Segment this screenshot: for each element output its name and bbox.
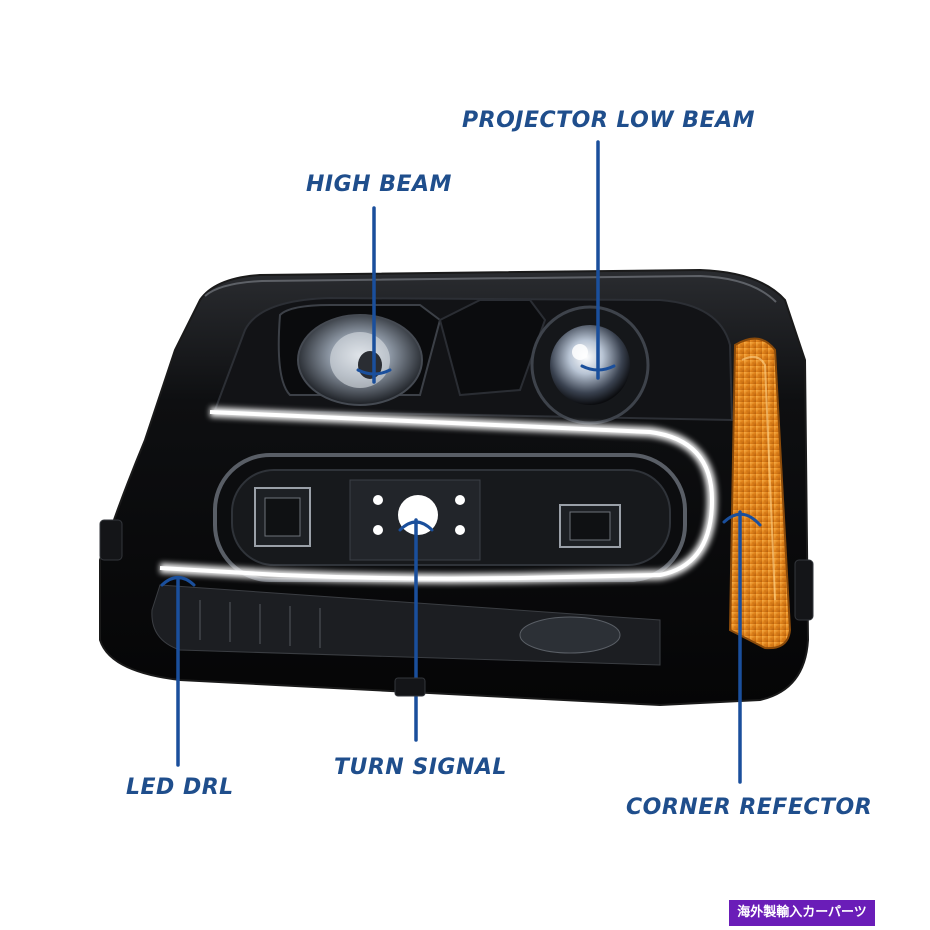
watermark-badge: 海外製輸入カーパーツ (729, 900, 875, 926)
callout-arrows (160, 140, 762, 784)
led-drl-arrowhead (160, 576, 196, 587)
turn-signal-label: TURN SIGNAL (334, 755, 507, 780)
mounting-tabs (99, 519, 814, 697)
corner-reflector-label: CORNER REFECTOR (626, 795, 873, 820)
turn-signal-arrowhead (398, 520, 434, 532)
projector-arrowhead (580, 364, 616, 372)
upper-bezel (213, 296, 734, 422)
corner-arrowhead (722, 512, 762, 527)
high-beam-arrowhead (356, 368, 392, 376)
projector-low-beam-label: PROJECTOR LOW BEAM (462, 108, 756, 133)
high-beam-reflector (297, 314, 423, 406)
high-beam-label: HIGH BEAM (306, 172, 452, 197)
amber-corner-reflector (728, 337, 792, 650)
led-drl-label: LED DRL (126, 775, 234, 800)
projector-lens (530, 305, 650, 425)
turn-signal-cavity (213, 453, 687, 582)
led-drl-lightbar (159, 407, 718, 584)
